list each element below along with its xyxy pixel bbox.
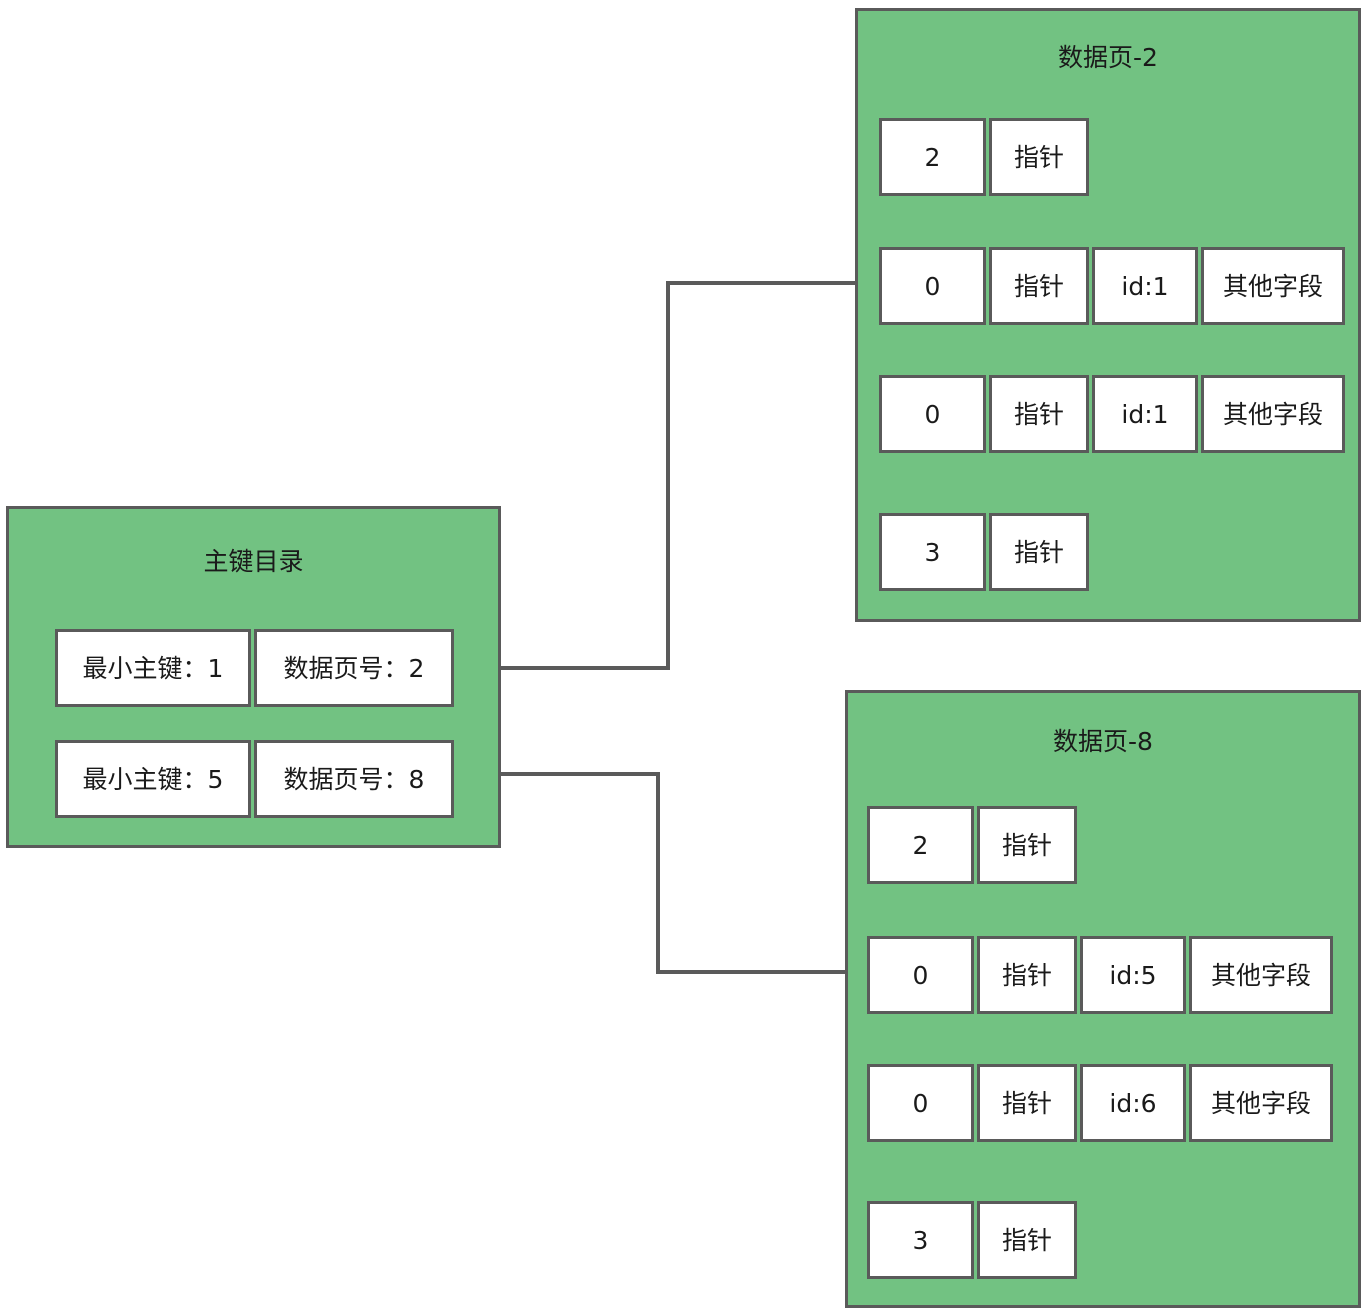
page2-row-supremum-pointer: 指针 — [989, 513, 1089, 591]
page8-row-record-2-pointer: 指针 — [977, 1064, 1077, 1142]
page8-row-record-2-other: 其他字段 — [1189, 1064, 1333, 1142]
page8-row-supremum-slot: 3 — [867, 1201, 974, 1279]
page8-row-record-1-other: 其他字段 — [1189, 936, 1333, 1014]
page2-row-record-1-slot: 0 — [879, 247, 986, 325]
page2-row-record-2-slot: 0 — [879, 375, 986, 453]
page2-row-record-1-other: 其他字段 — [1201, 247, 1345, 325]
page2-row-record-2-pointer: 指针 — [989, 375, 1089, 453]
page2-row-record-1-pointer: 指针 — [989, 247, 1089, 325]
directory-row-1[interactable]: 最小主键：1 数据页号：2 — [55, 629, 454, 707]
page2-row-record-2-other: 其他字段 — [1201, 375, 1345, 453]
connector-dir2-to-page8 — [451, 772, 857, 976]
page8-row-record-1-slot: 0 — [867, 936, 974, 1014]
page8-row-record-2-id: id:6 — [1080, 1064, 1186, 1142]
directory-row-2[interactable]: 最小主键：5 数据页号：8 — [55, 740, 454, 818]
page2-row-infimum-pointer: 指针 — [989, 118, 1089, 196]
page8-row-record-2-slot: 0 — [867, 1064, 974, 1142]
page2-row-infimum[interactable]: 2 指针 — [879, 118, 1089, 196]
page8-row-record-2[interactable]: 0 指针 id:6 其他字段 — [867, 1064, 1333, 1142]
page2-row-record-1-id: id:1 — [1092, 247, 1198, 325]
page2-row-supremum[interactable]: 3 指针 — [879, 513, 1089, 591]
data-page-2-title: 数据页-2 — [1058, 43, 1158, 72]
directory-row-1-min-key: 最小主键：1 — [55, 629, 251, 707]
page2-row-record-1[interactable]: 0 指针 id:1 其他字段 — [879, 247, 1345, 325]
directory-row-2-page-no: 数据页号：8 — [254, 740, 454, 818]
data-page-8-title: 数据页-8 — [1053, 727, 1153, 756]
page2-row-infimum-slot: 2 — [879, 118, 986, 196]
page8-row-record-1-pointer: 指针 — [977, 936, 1077, 1014]
page8-row-record-1[interactable]: 0 指针 id:5 其他字段 — [867, 936, 1333, 1014]
page2-row-record-2-id: id:1 — [1092, 375, 1198, 453]
page8-row-infimum-pointer: 指针 — [977, 806, 1077, 884]
connector-dir1-to-page2 — [451, 279, 867, 670]
page8-row-supremum[interactable]: 3 指针 — [867, 1201, 1077, 1279]
directory-row-2-min-key: 最小主键：5 — [55, 740, 251, 818]
page8-row-infimum[interactable]: 2 指针 — [867, 806, 1077, 884]
page2-row-supremum-slot: 3 — [879, 513, 986, 591]
page8-row-infimum-slot: 2 — [867, 806, 974, 884]
primary-key-directory-title: 主键目录 — [203, 547, 304, 576]
directory-row-1-page-no: 数据页号：2 — [254, 629, 454, 707]
page8-row-supremum-pointer: 指针 — [977, 1201, 1077, 1279]
page2-row-record-2[interactable]: 0 指针 id:1 其他字段 — [879, 375, 1345, 453]
page8-row-record-1-id: id:5 — [1080, 936, 1186, 1014]
